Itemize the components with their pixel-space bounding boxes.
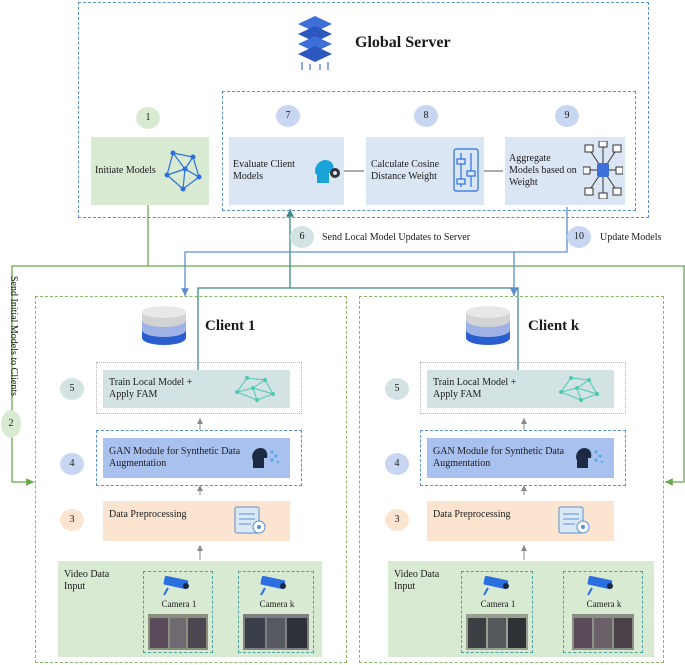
initiate-models-label: Initiate Models <box>95 165 156 176</box>
aggregation-group <box>222 91 636 211</box>
c1-train-box: Train Local Model + Apply FAM <box>103 370 290 408</box>
ck-step-5-badge: 5 <box>385 378 409 400</box>
ck-video-input-label: Video Data Input <box>394 569 440 592</box>
ck-gan-box: GAN Module for Synthetic Data Augmentati… <box>427 438 614 478</box>
c1-step-5-badge: 5 <box>60 378 84 400</box>
ck-train-group <box>420 362 626 414</box>
c1-train-group <box>96 362 302 414</box>
ck-prep-label: Data Preprocessing <box>433 509 511 520</box>
ck-camera-k-icon <box>587 576 613 596</box>
cosine-box: Calculate Cosine Distance Weight <box>366 137 484 205</box>
c1-camera-k-icon <box>260 576 286 596</box>
c1-gan-head-icon <box>252 448 280 468</box>
client-1-title: Client 1 <box>205 318 256 334</box>
ck-gan-group <box>420 430 626 486</box>
c1-camera-1-group: Camera 1 <box>143 571 213 653</box>
ck-network-icon <box>559 376 599 402</box>
ck-camera-1-frames <box>466 614 528 650</box>
network-icon <box>164 150 202 192</box>
step-7-badge: 7 <box>276 105 300 127</box>
server-title: Global Server <box>355 34 451 51</box>
ck-train-label: Train Local Model + Apply FAM <box>433 377 517 400</box>
c1-camera-k-group: Camera k <box>238 571 314 653</box>
c1-step-4-badge: 4 <box>60 453 84 475</box>
ck-step-3-badge: 3 <box>385 509 409 531</box>
c1-prep-label: Data Preprocessing <box>109 509 187 520</box>
c1-network-icon <box>235 376 275 402</box>
c1-video-input-label: Video Data Input <box>64 569 110 592</box>
ck-camera-k-label: Camera k <box>586 599 622 609</box>
c1-camera-k-frames <box>243 614 309 650</box>
step-10-badge: 10 <box>567 226 591 248</box>
ai-head-gear-icon <box>315 160 340 183</box>
weight-sliders-icon <box>453 148 479 192</box>
c1-camera-1-icon <box>163 576 189 596</box>
c1-camera-1-label: Camera 1 <box>161 599 197 609</box>
ck-camera-1-label: Camera 1 <box>480 599 516 609</box>
global-server-region <box>78 2 649 218</box>
ck-document-gear-icon <box>558 506 590 534</box>
c1-document-gear-icon <box>234 506 266 534</box>
database-icon <box>142 306 186 345</box>
ck-gan-head-icon <box>576 448 604 468</box>
evaluate-label: Evaluate Client Models <box>233 159 295 182</box>
database-icon-k <box>466 306 510 345</box>
ck-camera-1-icon <box>483 576 509 596</box>
c1-prep-box: Data Preprocessing <box>103 501 290 541</box>
ck-train-box: Train Local Model + Apply FAM <box>427 370 614 408</box>
send-initial-label: Send Initial Models to Clients <box>8 276 19 396</box>
c1-gan-box: GAN Module for Synthetic Data Augmentati… <box>103 438 290 478</box>
ck-camera-k-group: Camera k <box>563 571 643 653</box>
step-9-badge: 9 <box>555 105 579 127</box>
client-k-title: Client k <box>528 318 580 334</box>
aggregate-hub-icon <box>583 141 623 199</box>
step-2-num: 2 <box>8 418 14 429</box>
c1-gan-group <box>96 430 302 486</box>
step-6-badge: 6 <box>290 226 314 248</box>
c1-video-input-box: Video Data Input Camera 1 Camera k <box>58 561 322 657</box>
send-updates-label: Send Local Model Updates to Server <box>322 232 471 243</box>
cosine-label: Calculate Cosine Distance Weight <box>371 159 440 182</box>
c1-train-label: Train Local Model + Apply FAM <box>109 377 193 400</box>
ck-camera-k-frames <box>572 614 634 650</box>
ck-prep-box: Data Preprocessing <box>427 501 614 541</box>
client-k-region <box>359 296 664 663</box>
ck-video-input-box: Video Data Input Camera 1 Camera k <box>388 561 654 657</box>
aggregate-box: Aggregate Models based on Weight <box>505 137 625 205</box>
initiate-models-box: Initiate Models <box>91 137 209 205</box>
c1-camera-k-label: Camera k <box>259 599 295 609</box>
step-8-badge: 8 <box>414 105 438 127</box>
ck-step-4-badge: 4 <box>385 453 409 475</box>
server-stack-icon <box>298 16 332 70</box>
c1-camera-1-frames <box>148 614 208 650</box>
step-2-badge: 2 <box>1 410 21 438</box>
ck-camera-1-group: Camera 1 <box>461 571 533 653</box>
evaluate-box: Evaluate Client Models <box>229 137 344 205</box>
aggregate-label: Aggregate Models based on Weight <box>509 153 577 188</box>
step-1-badge: 1 <box>136 107 160 129</box>
ck-gan-label: GAN Module for Synthetic Data Augmentati… <box>433 446 565 469</box>
c1-gan-label: GAN Module for Synthetic Data Augmentati… <box>109 446 241 469</box>
update-models-label: Update Models <box>600 232 662 243</box>
client-1-region <box>35 296 347 663</box>
c1-step-3-badge: 3 <box>60 509 84 531</box>
